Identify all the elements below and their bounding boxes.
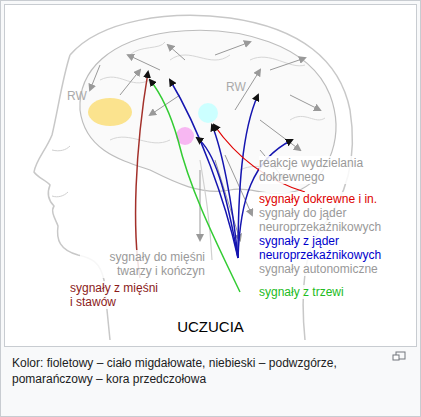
signal-label: sygnały autonomiczne: [259, 262, 409, 276]
caption-text: Kolor: fioletowy – ciało migdałowate, ni…: [12, 355, 392, 387]
signal-label: sygnały z trzewi: [259, 285, 409, 299]
signal-label: sygnały do jąder neuroprzekaźnikowych: [259, 206, 409, 234]
signal-label: RW: [226, 80, 246, 94]
signal-label: sygnały z mięśni i stawów: [70, 281, 160, 309]
diagram-title: UCZUCIA: [0, 318, 421, 335]
signal-label: sygnały z jąder neuroprzekaźnikowych: [259, 234, 409, 262]
signal-label: sygnały dokrewne i in.: [259, 192, 409, 206]
signal-label: reakcje wydzielania dokrewnego: [259, 156, 394, 184]
signal-label: RW: [67, 89, 87, 103]
signal-label: sygnały do mięśni twarzy i kończyn: [80, 250, 205, 278]
